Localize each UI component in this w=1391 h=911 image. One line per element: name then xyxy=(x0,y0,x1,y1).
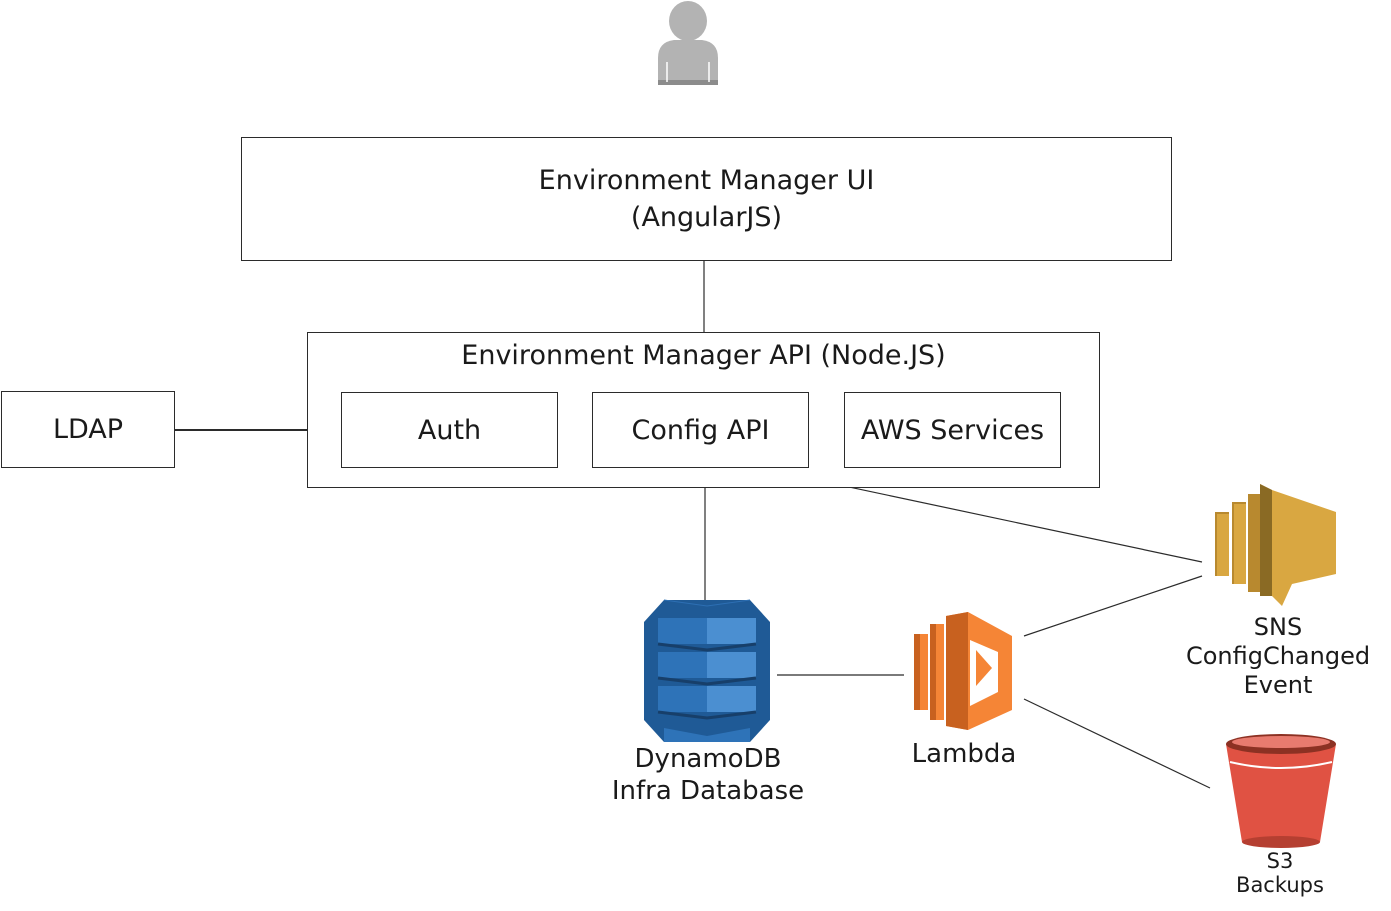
aws-s3-bucket-icon xyxy=(1226,734,1336,848)
aws-lambda-icon xyxy=(914,612,1012,730)
s3-name-label: S3 xyxy=(1266,849,1294,873)
connector-lambda-to-sns xyxy=(1023,575,1203,637)
ui-component-subtitle: (AngularJS) xyxy=(630,202,783,233)
aws-sns-icon xyxy=(1215,484,1336,606)
s3-description-label: Backups xyxy=(1236,873,1324,897)
lambda-name-label: Lambda xyxy=(911,739,1017,769)
ldap-label: LDAP xyxy=(52,414,124,445)
auth-module-label: Auth xyxy=(417,414,482,446)
ui-component-box: Environment Manager UI (AngularJS) xyxy=(241,137,1172,261)
sns-line2-label: ConfigChanged xyxy=(1185,642,1371,670)
connector-lambda-to-s3 xyxy=(1023,698,1211,789)
ldap-box: LDAP xyxy=(1,391,175,468)
dynamodb-name-label: DynamoDB xyxy=(634,744,782,774)
auth-module-box: Auth xyxy=(341,392,558,468)
api-component-title: Environment Manager API (Node.JS) xyxy=(461,340,946,371)
user-silhouette-icon xyxy=(658,1,718,85)
aws-dynamodb-icon xyxy=(644,599,770,742)
config-api-module-box: Config API xyxy=(592,392,809,468)
sns-line3-label: Event xyxy=(1243,671,1313,699)
dynamodb-description-label: Infra Database xyxy=(611,776,805,806)
ui-component-title: Environment Manager UI xyxy=(538,165,875,196)
aws-services-module-box: AWS Services xyxy=(844,392,1061,468)
aws-services-module-label: AWS Services xyxy=(860,414,1045,446)
config-api-module-label: Config API xyxy=(631,414,770,446)
sns-name-label: SNS xyxy=(1253,613,1303,641)
